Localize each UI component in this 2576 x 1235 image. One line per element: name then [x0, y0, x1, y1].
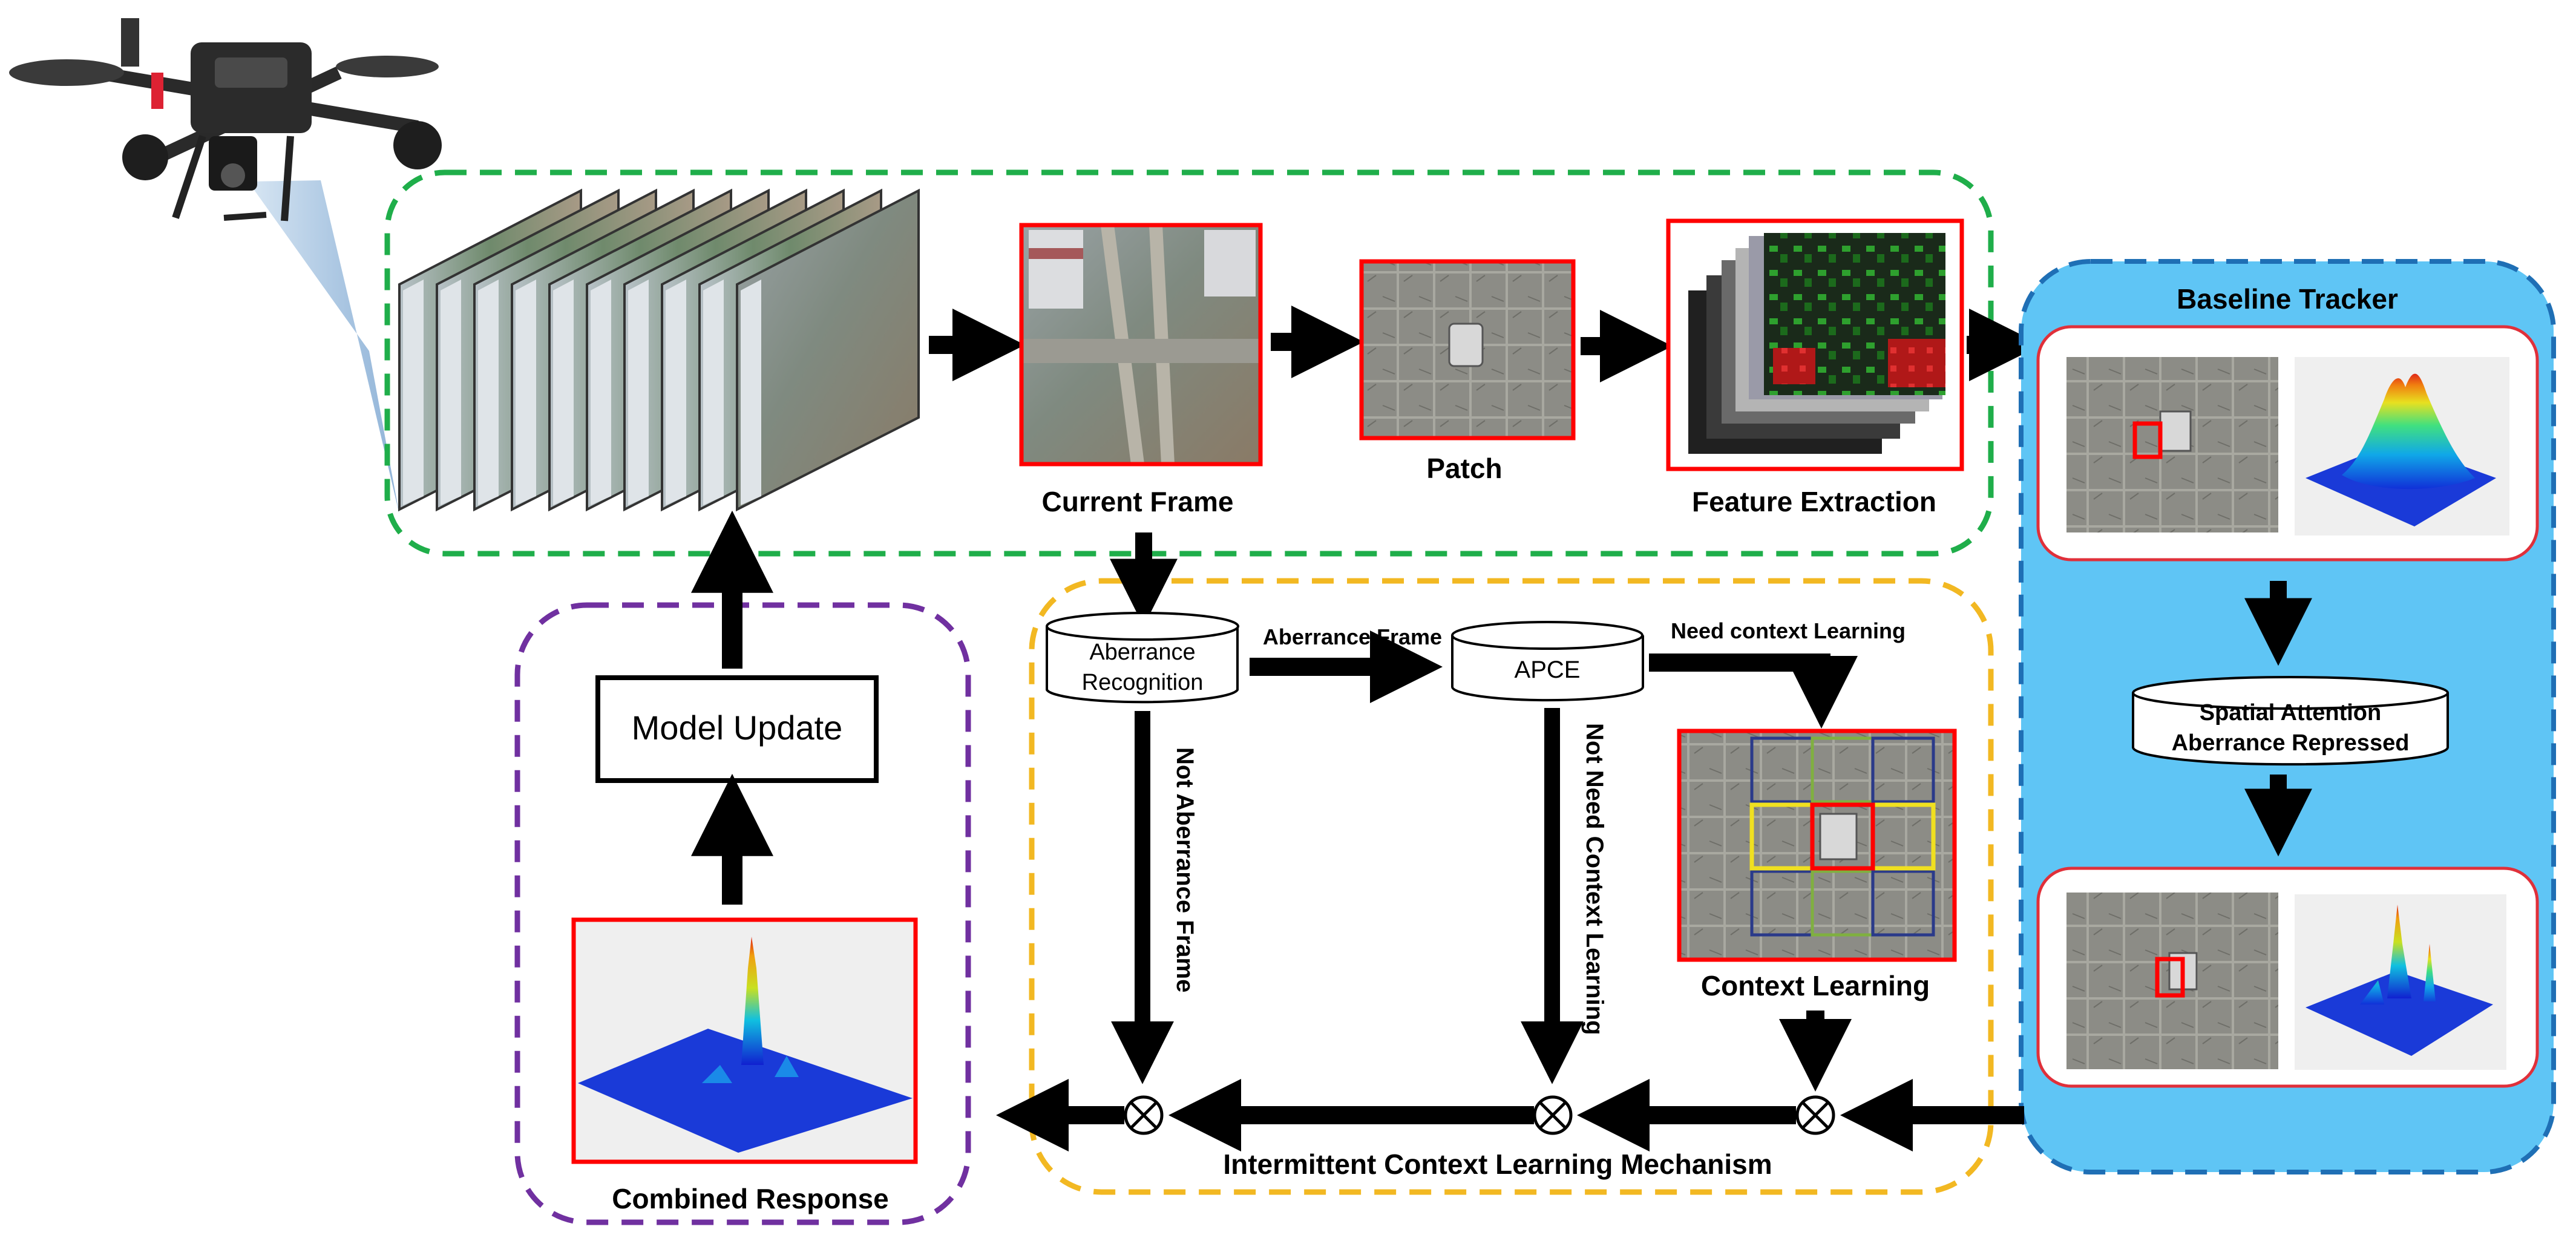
current-frame-label: Current Frame	[1042, 486, 1234, 517]
current-frame-image	[1019, 223, 1263, 467]
multiply-operator-right	[1795, 1095, 1835, 1135]
not-aberrance-frame-label: Not Aberrance Frame	[1172, 747, 1198, 992]
multiply-operator-left	[1124, 1095, 1164, 1135]
video-frame-building	[403, 280, 424, 505]
video-frame-building	[741, 280, 761, 505]
patch-image	[1359, 259, 1576, 441]
video-frame-stack	[398, 188, 920, 512]
apce-label: APCE	[1515, 657, 1581, 683]
context-learning-image	[1677, 729, 1957, 962]
model-update-box: Model Update	[595, 675, 879, 783]
video-frame-building	[553, 280, 574, 505]
repressed-response-card	[2036, 866, 2539, 1088]
aberrance-recognition-line2: Recognition	[1082, 670, 1204, 695]
multiply-operator-middle	[1533, 1095, 1573, 1135]
context-mechanism-group	[1029, 578, 1994, 1195]
feature-extraction-image	[1666, 218, 1964, 471]
baseline-tracker-title: Baseline Tracker	[2177, 283, 2398, 315]
video-frame	[736, 188, 920, 512]
baseline-response-card	[2036, 325, 2539, 562]
acquisition-group	[384, 169, 1994, 557]
spatial-attention-line1: Spatial Attention	[2200, 700, 2381, 726]
aberrance-frame-label: Aberrance Frame	[1263, 624, 1442, 649]
video-frame-building	[666, 280, 686, 505]
combined-response-label: Combined Response	[612, 1183, 889, 1214]
need-context-label: Need context Learning	[1671, 618, 1906, 643]
video-frame-building	[628, 280, 649, 505]
aberrance-recognition-node: Aberrance Recognition	[1046, 612, 1239, 704]
video-frame-building	[478, 280, 499, 505]
video-frame-building	[516, 280, 536, 505]
not-need-context-label: Not Need Context Learning	[1581, 723, 1608, 1035]
video-frame-building	[591, 280, 611, 505]
video-frame-building	[703, 280, 724, 505]
drone-icon	[9, 18, 442, 514]
arrow-apce-to-context	[1649, 654, 1858, 729]
spatial-attention-line2: Aberrance Repressed	[2172, 730, 2410, 756]
video-frame-building	[441, 280, 461, 505]
combined-response-image	[571, 917, 918, 1164]
aberrance-recognition-line1: Aberrance	[1089, 640, 1195, 665]
spatial-attention-node: Spatial Attention Aberrance Repressed	[2132, 676, 2449, 766]
context-learning-label: Context Learning	[1701, 970, 1930, 1001]
model-update-group	[514, 602, 971, 1225]
apce-node: APCE	[1451, 621, 1644, 702]
intermittent-mechanism-label: Intermittent Context Learning Mechanism	[1223, 1148, 1772, 1180]
feature-extraction-label: Feature Extraction	[1692, 486, 1936, 517]
patch-label: Patch	[1426, 453, 1502, 484]
model-update-label: Model Update	[632, 709, 843, 747]
